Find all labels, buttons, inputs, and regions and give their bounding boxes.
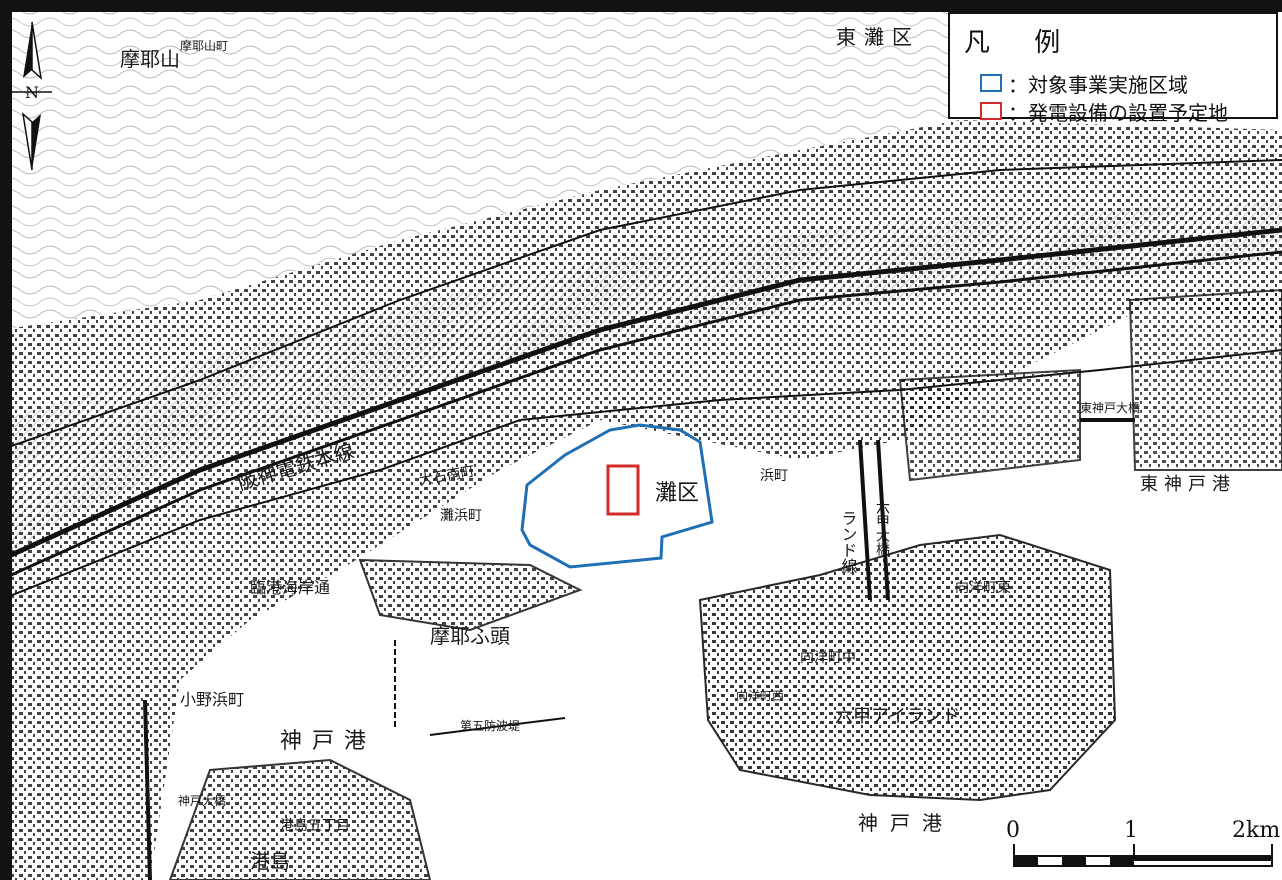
scale-bar: 0 1 2km — [1000, 818, 1280, 878]
label-minatojima: 港島 — [250, 849, 290, 873]
rokko-island — [698, 533, 1117, 802]
label-nada-hama: 灘浜町 — [440, 508, 482, 524]
label-minatojima-5: 港島五丁目 — [280, 818, 350, 834]
label-kobe-ohashi: 神戸大橋 — [178, 794, 226, 808]
maya-futo — [358, 558, 583, 632]
label-kobe-port-south: 神戸港 — [858, 811, 954, 835]
bridges — [143, 418, 1135, 880]
label-maya-san: 摩耶山 — [120, 47, 180, 71]
label-hama-cho: 浜町 — [760, 468, 788, 484]
scale-tick-0: 0 — [1006, 818, 1020, 843]
label-koyocho-naka: 向洋町中 — [800, 650, 856, 666]
mountain-contours — [0, 0, 960, 330]
label-higashinada-ku: 東灘区 — [836, 25, 920, 49]
scale-tick-2: 2km — [1232, 818, 1281, 843]
legend-item-project-area: ：対象事業実施区域 — [980, 70, 1188, 97]
label-higashi-kobe-ohashi: 東神戸大橋 — [1080, 401, 1140, 415]
label-maya-san-cho: 摩耶山町 — [180, 38, 228, 53]
legend-title: 凡 例 — [964, 28, 1079, 58]
label-koyocho-higashi: 向洋町東 — [955, 580, 1011, 596]
scale-tick-1: 1 — [1124, 818, 1138, 843]
label-kigan: 臨港海岸通 — [250, 578, 330, 597]
label-rokko-island: 六甲アイランド — [835, 706, 960, 727]
label-maya-futo: 摩耶ふ頭 — [430, 624, 510, 648]
label-nada-ku: 灘区 — [655, 481, 699, 506]
legend-label-project-area: ：対象事業実施区域 — [1008, 72, 1188, 97]
label-rokko-line: ランド線 — [839, 510, 858, 574]
east-wharf-2 — [1128, 288, 1282, 471]
legend-swatch-red — [980, 102, 1002, 120]
project-area-boundary — [520, 423, 714, 569]
power-site-boundary — [606, 464, 640, 516]
urban-area — [0, 120, 1282, 880]
breakwater — [429, 717, 566, 736]
label-dai5-bohatei: 第五防波堤 — [460, 718, 520, 733]
label-onohama: 小野浜町 — [180, 690, 244, 709]
north-arrow-head-icon — [23, 22, 32, 78]
label-kobe-port-west: 神戸港 — [280, 729, 376, 754]
label-koyocho-nishi: 向洋町西 — [736, 688, 784, 703]
label-higashi-kobe-port: 東神戸港 — [1140, 474, 1236, 495]
legend-label-power-site: ：発電設備の設置予定地 — [1008, 100, 1228, 125]
north-arrow: N — [12, 20, 52, 172]
east-wharf — [898, 368, 1081, 482]
urban-hatch — [0, 200, 1282, 560]
label-rokko-ohashi: 六甲大橋 — [874, 500, 890, 556]
map-legend: 凡 例 ：対象事業実施区域 ：発電設備の設置予定地 — [948, 12, 1278, 125]
port-island — [168, 758, 432, 880]
legend-item-power-site: ：発電設備の設置予定地 — [980, 98, 1228, 125]
legend-swatch-blue — [980, 74, 1002, 92]
north-label: N — [25, 83, 39, 102]
